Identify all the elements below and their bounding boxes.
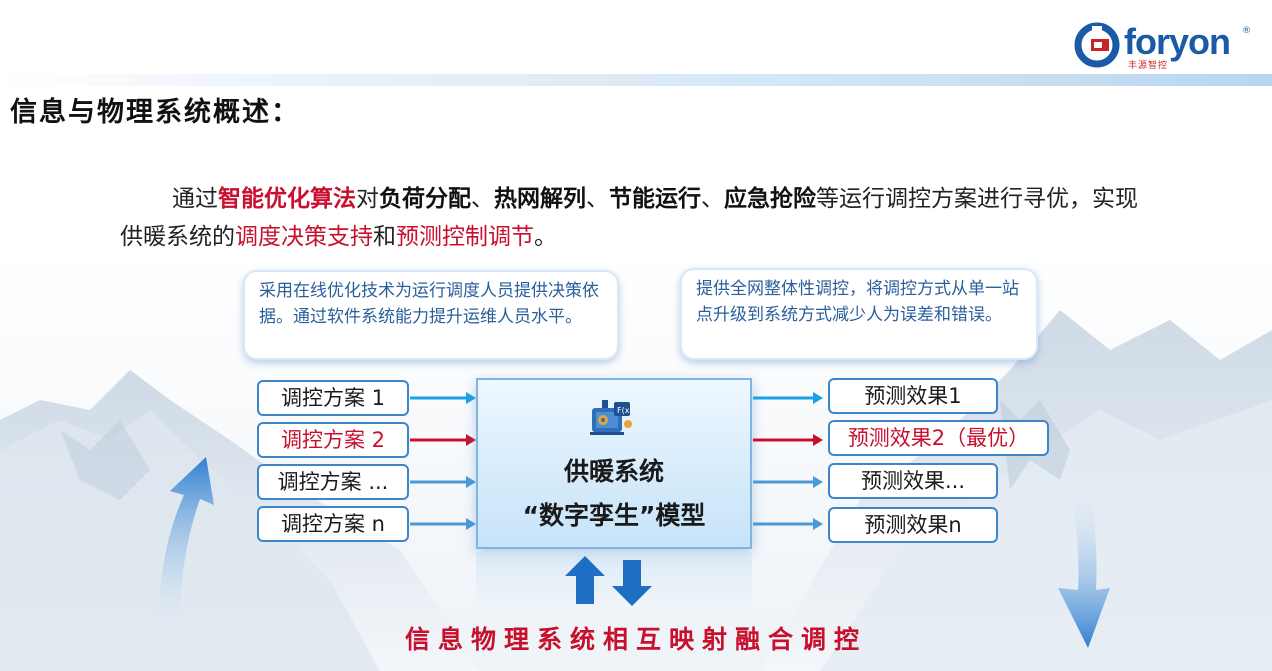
footer-caption: 信息物理系统相互映射融合调控: [404, 625, 867, 654]
input-arrow-3: [410, 476, 476, 488]
callout-right: 提供全网整体性调控，将调控方式从单一站点升级到系统方式减少人为误差和错误。: [680, 268, 1038, 360]
registered-mark: ®: [1242, 26, 1251, 36]
input-arrow-1: [410, 392, 476, 404]
scheme-box-4: 调控方案 n: [257, 506, 409, 542]
intro-keyword-network: 热网解列: [494, 186, 586, 212]
output-arrow-3: [753, 476, 823, 488]
intro-text: 、: [471, 186, 494, 212]
brand-subtitle: 丰源智控: [1128, 61, 1169, 71]
input-arrow-4: [410, 518, 476, 530]
intro-text: 、: [586, 186, 609, 212]
intro-text: 、: [701, 186, 724, 212]
intro-text: 对: [356, 186, 379, 212]
intro-keyword-energy: 节能运行: [609, 186, 701, 212]
intro-keyword-load: 负荷分配: [379, 186, 471, 212]
intro-text: 等运行调控方案进行寻优，实现供暖系统的: [120, 186, 1138, 250]
model-reflection: [476, 552, 752, 612]
digital-twin-machine-icon: F(x): [590, 400, 633, 435]
exchange-arrows-icon: [565, 556, 652, 606]
scheme-box-3: 调控方案 ...: [257, 464, 409, 500]
page-title: 信息与物理系统概述：: [10, 97, 300, 128]
brand-name: foryon: [1124, 21, 1231, 62]
result-box-4: 预测效果n: [828, 507, 998, 543]
intro-keyword-decision: 调度决策支持: [235, 224, 373, 250]
intro-paragraph: 通过智能优化算法对负荷分配、热网解列、节能运行、应急抢险等运行调控方案进行寻优，…: [120, 180, 1140, 256]
intro-keyword-algorithm: 智能优化算法: [218, 186, 356, 212]
svg-text:F(x): F(x): [617, 406, 633, 415]
scheme-box-2: 调控方案 2: [257, 422, 409, 458]
output-arrow-2: [753, 434, 823, 446]
model-title: 供暖系统: [563, 457, 664, 486]
upward-flow-arrow: [157, 457, 214, 655]
model-subtitle: “数字孪生”模型: [522, 501, 706, 530]
result-box-2: 预测效果2（最优）: [828, 420, 1049, 456]
header-bar: [0, 74, 1272, 86]
intro-text: 和: [373, 224, 396, 250]
snowy-mountain-background: [0, 250, 1272, 671]
result-box-3: 预测效果...: [828, 463, 998, 499]
callout-left: 采用在线优化技术为运行调度人员提供决策依据。通过软件系统能力提升运维人员水平。: [243, 270, 619, 360]
output-arrow-1: [753, 392, 823, 404]
output-arrow-4: [753, 518, 823, 530]
digital-twin-model-box: F(x) 供暖系统 “数字孪生”模型: [476, 378, 752, 549]
result-box-1: 预测效果1: [828, 378, 998, 414]
intro-keyword-prediction: 预测控制调节: [396, 224, 534, 250]
intro-keyword-emergency: 应急抢险: [724, 186, 816, 212]
scheme-box-1: 调控方案 1: [257, 380, 409, 416]
downward-flow-arrow: [1058, 470, 1110, 648]
intro-text: 。: [534, 224, 557, 250]
intro-text: 通过: [172, 186, 218, 212]
brand-logo: foryon ® 丰源智控: [1072, 20, 1252, 72]
input-arrow-2: [410, 434, 476, 446]
foryon-logo-icon: [1074, 22, 1120, 68]
